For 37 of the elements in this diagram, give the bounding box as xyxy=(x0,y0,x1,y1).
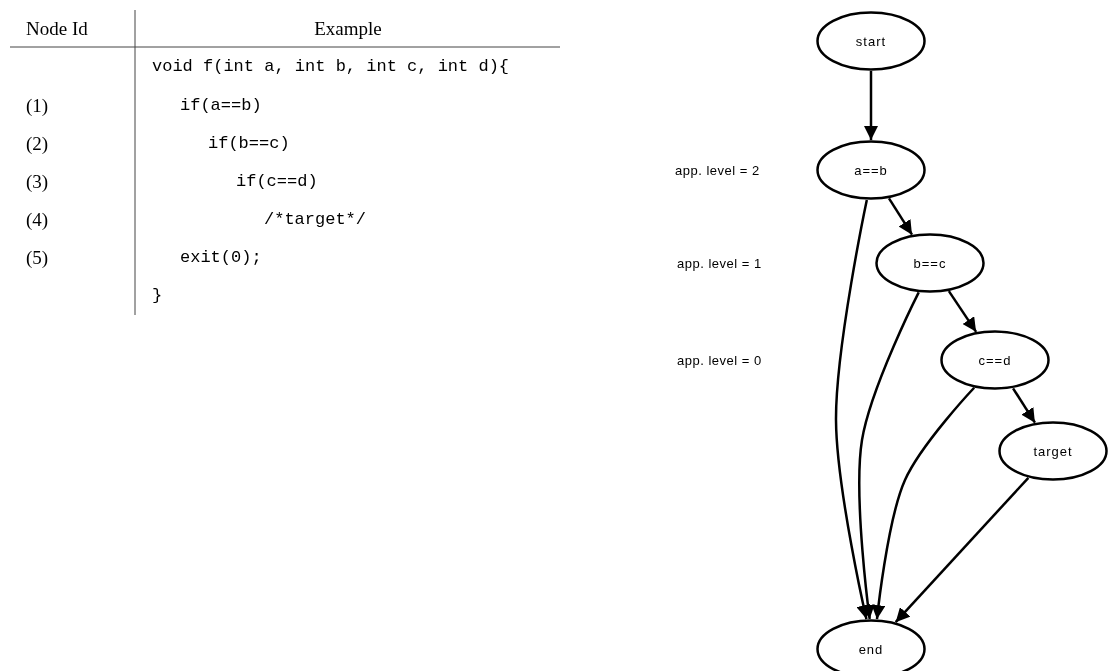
row-number: (5) xyxy=(26,247,49,267)
node-label: a==b xyxy=(853,162,889,178)
arrow xyxy=(1012,387,1036,424)
row-number: (3) xyxy=(26,171,49,191)
flow-node xyxy=(875,233,985,293)
node-label: end xyxy=(857,641,885,657)
code-line: if(b==c) xyxy=(208,134,290,152)
arrow xyxy=(947,290,978,333)
arrow xyxy=(871,386,976,620)
level-label: app. level = 2 xyxy=(675,163,760,177)
node-label: c==d xyxy=(977,352,1013,368)
code-line: if(c==d) xyxy=(236,172,318,190)
node-label: b==c xyxy=(912,255,948,271)
level-label: app. level = 1 xyxy=(677,256,762,270)
row-number: (1) xyxy=(26,95,49,115)
code-line: } xyxy=(152,286,163,304)
code-line: exit(0); xyxy=(180,248,262,266)
flow-node xyxy=(816,11,926,71)
arrow xyxy=(858,291,920,620)
arrow xyxy=(864,71,878,140)
column-header: Node Id xyxy=(26,18,88,38)
code-line: if(a==b) xyxy=(180,96,262,114)
code-line: void f(int a, int b, int c, int d){ xyxy=(152,57,510,75)
flow-node xyxy=(816,140,926,200)
arrow xyxy=(834,199,871,620)
column-header: Example xyxy=(314,18,382,38)
node-label: target xyxy=(1032,443,1074,459)
node-label: start xyxy=(854,33,888,49)
flow-node xyxy=(816,619,926,671)
flow-node xyxy=(998,421,1108,481)
row-number: (2) xyxy=(26,133,49,153)
arrow xyxy=(894,476,1030,624)
flow-node xyxy=(940,330,1050,390)
code-line: /*target*/ xyxy=(264,210,367,228)
level-label: app. level = 0 xyxy=(677,353,762,367)
arrow xyxy=(887,197,914,236)
row-number: (4) xyxy=(26,209,49,229)
